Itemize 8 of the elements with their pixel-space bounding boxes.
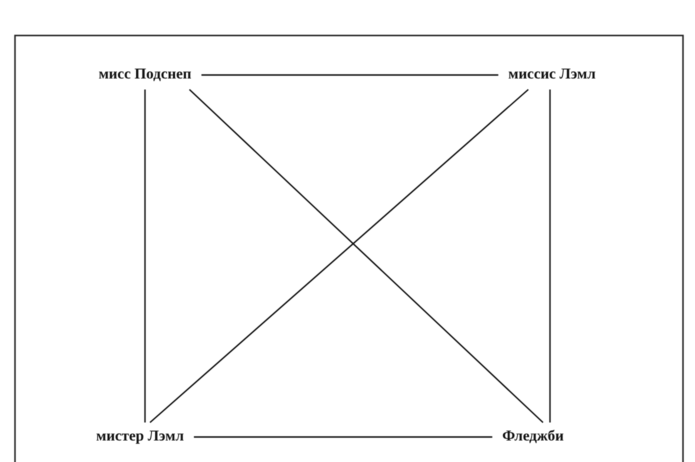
connector-line — [194, 436, 492, 438]
name-label: Фледжби — [492, 422, 574, 452]
connector-line — [144, 90, 146, 422]
name-label: мисс Подснеп — [88, 60, 202, 90]
connector-line — [549, 90, 551, 422]
name-label: миссис Лэмл — [498, 60, 606, 90]
connector-line — [201, 74, 498, 76]
name-label: мистер Лэмл — [86, 422, 194, 452]
